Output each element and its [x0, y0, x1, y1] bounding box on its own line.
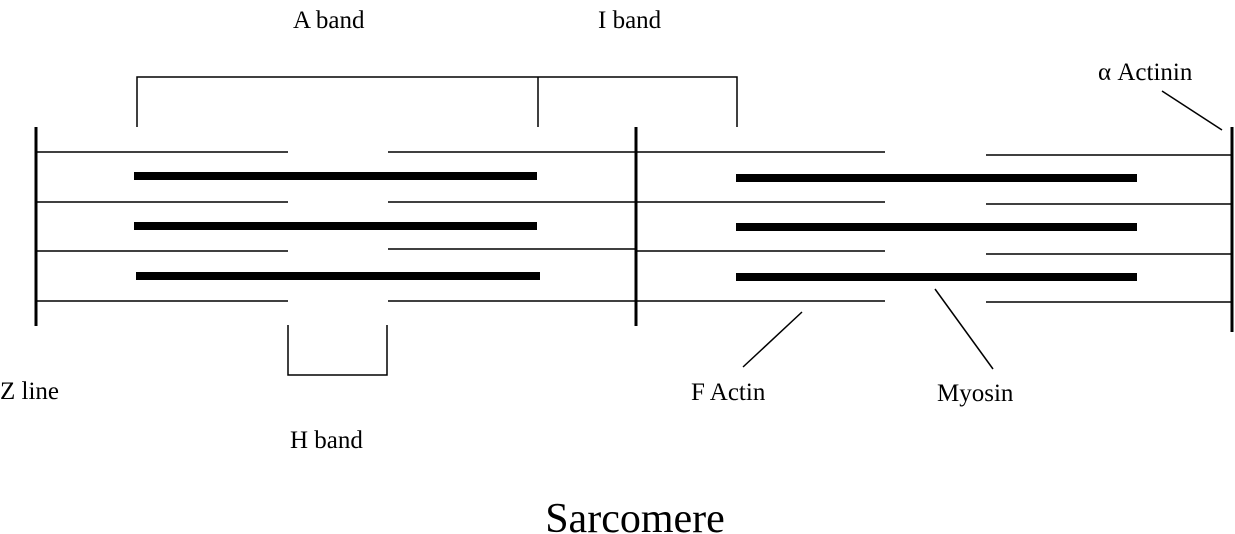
- a-band-bracket: [136, 76, 738, 127]
- f-actin-pointer: [742, 311, 803, 368]
- actin-filaments-left: [36, 151, 636, 302]
- h-band-bracket: [287, 325, 388, 376]
- pointer-lines: [742, 90, 1223, 370]
- f-actin-label: F Actin: [691, 379, 766, 406]
- h-band-label: H band: [290, 427, 363, 454]
- myosin-label: Myosin: [937, 380, 1014, 407]
- diagram-title: Sarcomere: [545, 496, 725, 534]
- z-line-label: Z line: [0, 378, 59, 405]
- actin-filaments-right: [636, 151, 1232, 303]
- alpha-actinin-label: α Actinin: [1098, 59, 1193, 86]
- z-lines: [34, 127, 1234, 332]
- alpha-actinin-pointer: [1161, 90, 1223, 131]
- myosin-filaments: [134, 172, 1137, 281]
- band-bracket-top: [136, 76, 738, 127]
- myosin-pointer: [934, 288, 994, 370]
- a-band-label: A band: [293, 7, 365, 34]
- i-band-label: I band: [598, 7, 662, 34]
